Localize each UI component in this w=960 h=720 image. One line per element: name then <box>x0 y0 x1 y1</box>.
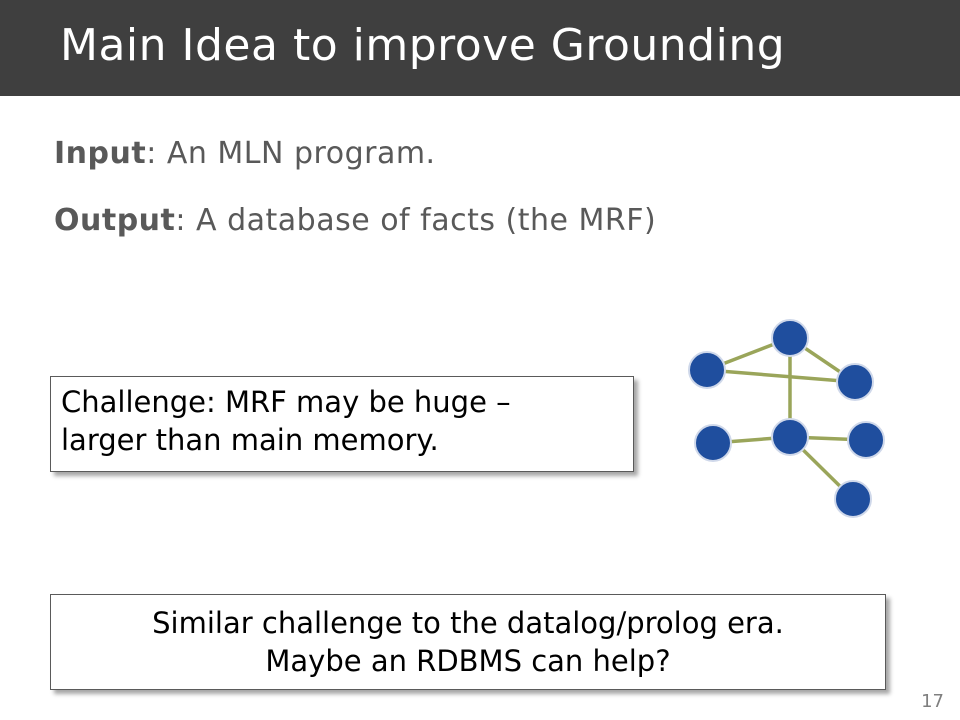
input-separator: : <box>146 136 157 171</box>
page-number: 17 <box>921 691 944 712</box>
similar-line-1: Similar challenge to the datalog/prolog … <box>152 606 784 640</box>
graph-node <box>771 319 809 357</box>
slide-title: Main Idea to improve Grounding <box>60 20 786 71</box>
input-label: Input <box>54 136 147 171</box>
graph-node <box>694 424 732 462</box>
challenge-line-2: larger than main memory. <box>61 423 439 457</box>
graph-node <box>847 421 885 459</box>
similar-line-2: Maybe an RDBMS can help? <box>265 644 671 678</box>
title-bar: Main Idea to improve Grounding <box>0 0 960 96</box>
output-line: Output: A database of facts (the MRF) <box>54 203 656 238</box>
graph-node <box>771 418 809 456</box>
graph-edge <box>706 368 856 384</box>
challenge-line-1: Challenge: MRF may be huge – <box>61 385 511 419</box>
challenge-box: Challenge: MRF may be huge – larger than… <box>50 376 634 472</box>
graph-node <box>836 363 874 401</box>
input-text: An MLN program. <box>156 136 436 171</box>
output-label: Output <box>54 203 176 238</box>
output-separator: : <box>175 203 186 238</box>
output-text: A database of facts (the MRF) <box>185 203 657 238</box>
graph-node <box>834 480 872 518</box>
graph-nodes <box>688 319 885 518</box>
graph-node <box>688 351 726 389</box>
input-line: Input: An MLN program. <box>54 136 436 171</box>
similar-challenge-box: Similar challenge to the datalog/prolog … <box>50 594 886 690</box>
